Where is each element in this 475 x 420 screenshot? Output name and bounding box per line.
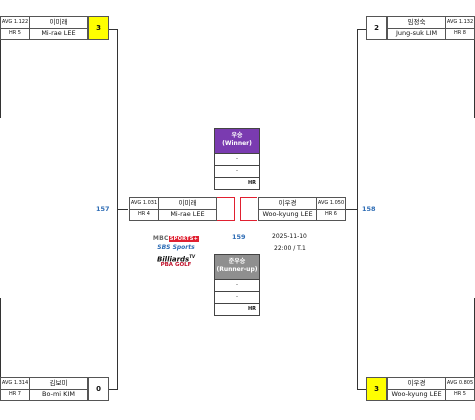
player-name-kr: 김보미: [49, 379, 68, 387]
bracket-line: [346, 209, 358, 210]
score-badge: 0: [88, 377, 109, 401]
runnerup-subtitle: (Runner-up): [216, 265, 258, 273]
runnerup-box: 준우승 (Runner-up) - - HR: [214, 254, 260, 316]
player-top-left[interactable]: AVG 1.122 이미래 HR 5 Mi-rae LEE 3: [0, 16, 109, 40]
sbs-sports-logo: SBS Sports: [157, 244, 195, 251]
edge-line: [0, 36, 1, 118]
match-number-158: 158: [362, 205, 376, 213]
final-line: [240, 197, 257, 198]
winner-hr: HR: [215, 177, 259, 189]
runnerup-row: -: [215, 279, 259, 291]
mbc-sports-logo: MBCSPORTS+: [152, 235, 200, 242]
match-date: 2025-11-10: [272, 233, 307, 240]
bracket-line: [109, 389, 118, 390]
player-name-en: Mi-rae LEE: [170, 210, 205, 218]
final-line: [234, 197, 235, 221]
player-name-en: Woo-kyung LEE: [391, 390, 442, 398]
player-name-kr: 이미래: [178, 199, 197, 207]
broadcaster-logos: MBCSPORTS+ SBS Sports BilliardsTV PBA GO…: [146, 234, 206, 270]
hr-label: HR 8: [445, 28, 474, 39]
match-time-table: 22:00 / T.1: [274, 245, 306, 252]
billiards-tv-logo: BilliardsTV: [156, 254, 196, 264]
player-name-kr: 임정숙: [407, 18, 426, 26]
avg-label: AVG 1.132: [445, 17, 474, 28]
bracket-line: [357, 29, 366, 30]
winner-box: 우승 (Winner) - - HR: [214, 128, 260, 190]
match-number-157: 157: [96, 205, 110, 213]
player-name-en: Jung-suk LIM: [395, 29, 438, 37]
runnerup-title: 준우승: [228, 258, 246, 265]
pba-golf-logo: PBA GOLF: [160, 262, 192, 268]
final-line: [240, 197, 241, 221]
player-name-en: Mi-rae LEE: [41, 29, 76, 37]
final-line: [217, 197, 234, 198]
hr-label: HR 6: [316, 209, 345, 220]
match-number-159: 159: [232, 233, 246, 241]
winner-title: 우승: [231, 132, 243, 139]
avg-label: AVG 1.314: [1, 378, 30, 389]
final-player-left[interactable]: AVG 1.031 이미래 HR 4 Mi-rae LEE: [129, 197, 238, 221]
player-top-right[interactable]: 2 임정숙 AVG 1.132 Jung-suk LIM HR 8: [366, 16, 475, 40]
hr-label: HR 7: [1, 389, 30, 400]
player-name-kr: 이우경: [278, 199, 297, 207]
winner-row: -: [215, 165, 259, 177]
player-name-kr: 이우경: [407, 379, 426, 387]
avg-label: AVG 1.122: [1, 17, 30, 28]
bracket-line: [117, 209, 128, 210]
player-bottom-left[interactable]: AVG 1.314 김보미 HR 7 Bo-mi KIM 0: [0, 377, 109, 401]
player-name-en: Bo-mi KIM: [42, 390, 75, 398]
avg-label: AVG 0.805: [445, 378, 474, 389]
hr-label: HR 5: [1, 28, 30, 39]
hr-label: HR 5: [445, 389, 474, 400]
winner-subtitle: (Winner): [222, 139, 252, 147]
final-line: [240, 220, 257, 221]
runnerup-hr: HR: [215, 303, 259, 315]
bracket-line: [109, 29, 118, 30]
hr-label: HR 4: [130, 209, 159, 220]
score-badge: 2: [366, 16, 387, 40]
runnerup-row: -: [215, 291, 259, 303]
avg-label: AVG 1.031: [130, 198, 159, 209]
bracket-line: [357, 389, 366, 390]
score-badge: 3: [88, 16, 109, 40]
player-name-kr: 이미래: [49, 18, 68, 26]
final-line: [217, 220, 234, 221]
player-name-en: Woo-kyung LEE: [262, 210, 313, 218]
winner-row: -: [215, 153, 259, 165]
avg-label: AVG 1.050: [316, 198, 345, 209]
edge-line: [0, 298, 1, 380]
score-badge: 3: [366, 377, 387, 401]
